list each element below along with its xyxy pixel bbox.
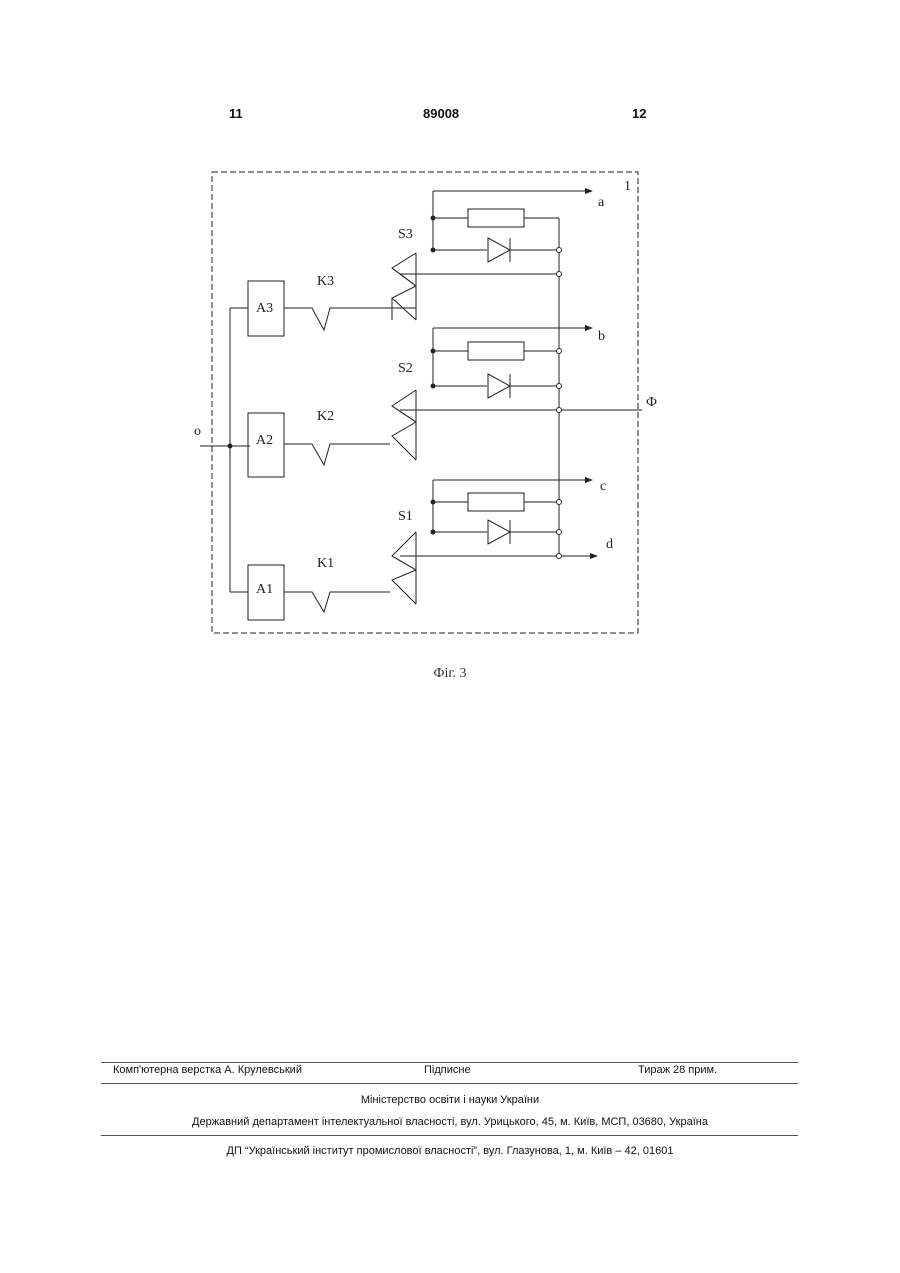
diode-s2 — [488, 374, 510, 398]
label-a1: A1 — [256, 582, 273, 597]
label-a2: A2 — [256, 433, 273, 448]
footer-rule-bottom — [101, 1135, 798, 1136]
label-d: d — [606, 537, 613, 552]
page-number-right: 12 — [632, 106, 646, 121]
label-one: 1 — [624, 179, 631, 194]
resistor-s2 — [468, 342, 524, 360]
footer-rule-middle — [101, 1083, 798, 1084]
label-k2: K2 — [317, 409, 334, 424]
patent-number: 89008 — [423, 106, 459, 121]
footer-signed: Підписне — [424, 1064, 471, 1076]
footer-ministry: Міністерство освіти і науки України — [0, 1094, 900, 1106]
boundary-box — [212, 172, 638, 633]
label-a: a — [598, 195, 605, 210]
signal-k3 — [284, 308, 390, 330]
label-a3: A3 — [256, 301, 273, 316]
signal-k2 — [284, 444, 390, 465]
label-s1: S1 — [398, 509, 413, 524]
label-phi: Ф — [646, 395, 657, 410]
figure-caption: Фіг. 3 — [0, 666, 900, 682]
resistor-s1 — [468, 493, 524, 511]
footer-rule-top — [101, 1062, 798, 1063]
label-s3: S3 — [398, 227, 413, 242]
footer-circulation: Тираж 28 прим. — [638, 1064, 717, 1076]
signal-k1 — [284, 592, 390, 612]
label-k1: K1 — [317, 556, 334, 571]
label-input: o — [194, 424, 201, 439]
resistor-s3 — [468, 209, 524, 227]
diode-s1 — [488, 520, 510, 544]
diode-s3 — [488, 238, 510, 262]
label-k3: K3 — [317, 274, 334, 289]
circuit-diagram: A3 A2 A1 K3 K2 K1 S3 S2 S1 a b c d Ф 1 o — [190, 160, 670, 640]
label-c: c — [600, 479, 606, 494]
page-number-left: 11 — [229, 106, 243, 121]
label-s2: S2 — [398, 361, 413, 376]
footer-institute: ДП “Український інститут промислової вла… — [0, 1145, 900, 1157]
footer-department: Державний департамент інтелектуальної вл… — [0, 1116, 900, 1128]
label-b: b — [598, 329, 605, 344]
footer-typesetting: Комп'ютерна верстка А. Крулевський — [113, 1064, 302, 1076]
